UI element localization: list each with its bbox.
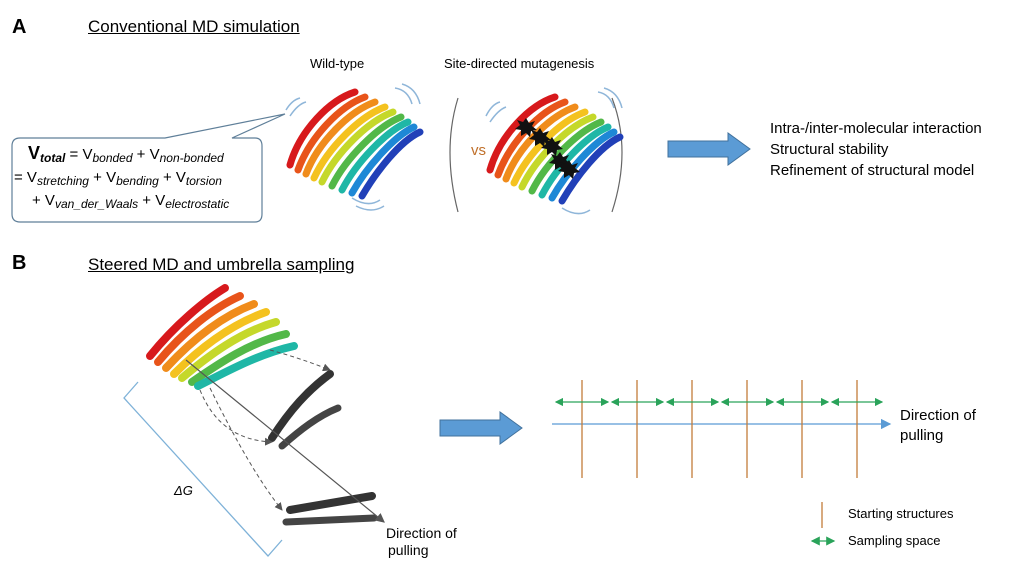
delta-g-label: ΔG bbox=[174, 483, 193, 498]
direction-label-right-line1: Direction of bbox=[900, 407, 976, 424]
legend-starting-structures: Starting structures bbox=[848, 506, 954, 521]
wild-type-label: Wild-type bbox=[310, 56, 365, 71]
left-bracket bbox=[449, 97, 459, 213]
vs-label: vs bbox=[471, 142, 486, 159]
wavy-motion-mutant-icon bbox=[485, 87, 623, 215]
equation-line-1: Vtotal = Vbonded + Vnon-bonded bbox=[28, 143, 224, 165]
panel-a-title: Conventional MD simulation bbox=[88, 17, 300, 36]
trajectory-dashes bbox=[199, 349, 331, 511]
outcome-stability: Structural stability bbox=[770, 141, 889, 158]
direction-label-left-line2: pulling bbox=[388, 542, 429, 558]
outcome-list: Intra-/inter-molecular interaction Struc… bbox=[770, 118, 982, 181]
right-bracket bbox=[611, 97, 623, 213]
result-arrow-b bbox=[439, 411, 523, 445]
wavy-motion-icon bbox=[285, 83, 421, 211]
equation-line-2: = Vstretching + Vbending + Vtorsion bbox=[14, 169, 222, 188]
mutation-star-icon bbox=[515, 118, 580, 179]
umbrella-sampling-scheme bbox=[552, 380, 892, 478]
direction-label-left-line1: Direction of bbox=[386, 525, 457, 541]
delta-g-bracket bbox=[123, 381, 283, 557]
energy-equation: Vtotal = Vbonded + Vnon-bonded = Vstretc… bbox=[14, 143, 264, 214]
equation-line-3: + Vvan_der_Waals + Velectrostatic bbox=[32, 192, 230, 211]
panel-b-art bbox=[123, 284, 892, 557]
panel-b-letter: B bbox=[12, 252, 27, 274]
panel-a-letter: A bbox=[12, 16, 27, 38]
pulling-direction-line bbox=[185, 359, 385, 523]
direction-label-left: Direction of pulling bbox=[386, 525, 457, 559]
mutagenesis-label: Site-directed mutagenesis bbox=[444, 56, 595, 71]
panel-a-art bbox=[285, 83, 751, 215]
outcome-refinement: Refinement of structural model bbox=[770, 162, 975, 179]
outcome-interaction: Intra-/inter-molecular interaction bbox=[770, 120, 982, 137]
legend-sampling-space: Sampling space bbox=[848, 533, 941, 548]
callout-bubble bbox=[11, 113, 286, 223]
rainbow-fibril-icon bbox=[286, 88, 424, 200]
panel-b-title: Steered MD and umbrella sampling bbox=[88, 255, 355, 274]
rainbow-fibril-b-icon bbox=[146, 284, 298, 390]
result-arrow-a bbox=[667, 132, 751, 166]
direction-label-right: Direction of pulling bbox=[900, 406, 976, 446]
dark-fibril-icon bbox=[268, 370, 378, 526]
direction-label-right-line2: pulling bbox=[900, 427, 944, 444]
